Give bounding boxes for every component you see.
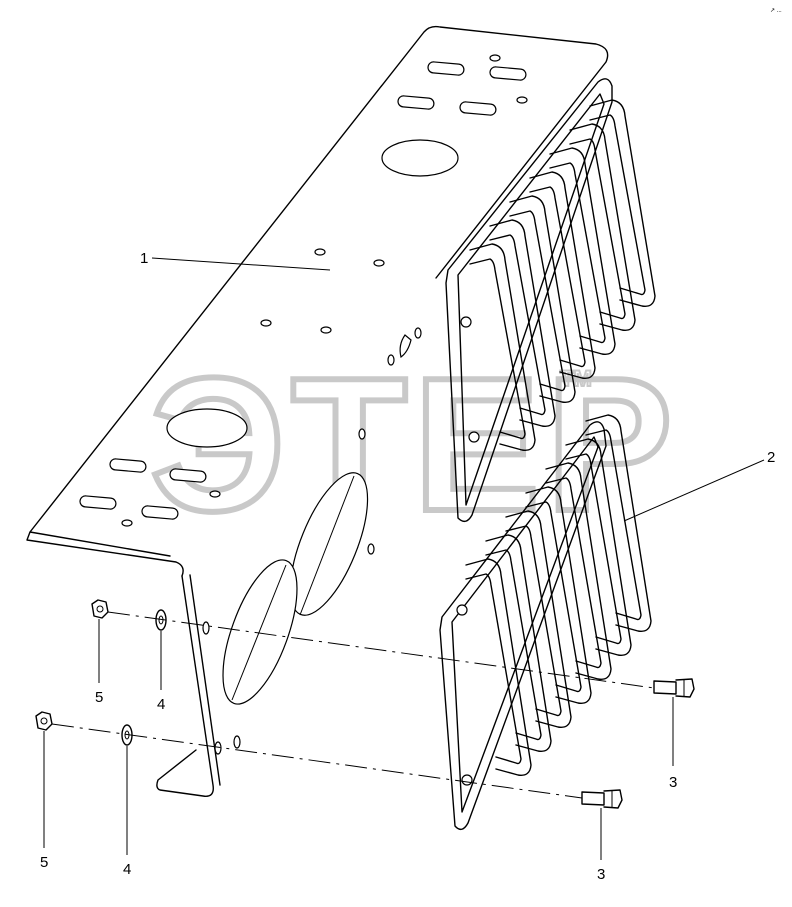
nut-lower [35, 711, 53, 731]
heater-block-lower [439, 414, 652, 831]
nut-upper [91, 599, 109, 619]
heating-coil-loop [489, 219, 556, 427]
bolt-lower [581, 789, 623, 809]
bolt-upper [653, 678, 695, 698]
heating-coil-loop [509, 195, 576, 403]
small-holes [121, 54, 528, 755]
heating-coil-loop [525, 486, 592, 704]
heating-coil-loop [549, 147, 616, 355]
callout-5-lower: 5 [40, 854, 48, 871]
heating-coil-loop [585, 414, 652, 632]
callout-4-lower: 4 [123, 861, 131, 878]
callout-labels: 1 2 3 3 4 4 5 5 [40, 250, 775, 883]
callout-3-upper: 3 [669, 774, 677, 791]
heating-coil-loop [485, 534, 552, 752]
watermark-text: ЭТЕР [150, 339, 679, 551]
heating-coil-loop [465, 558, 532, 776]
heating-coil-loop [565, 438, 632, 656]
slot-holes [79, 61, 527, 520]
callout-4-upper: 4 [157, 696, 165, 713]
heater-block-upper [445, 78, 656, 523]
callout-1: 1 [140, 250, 148, 267]
large-hole-bottom [166, 408, 248, 448]
flange-hole-lower [222, 559, 298, 705]
heating-coil-loop [569, 123, 636, 331]
heating-coil-loop [505, 510, 572, 728]
callout-3-lower: 3 [597, 866, 605, 883]
heating-coil-loop [545, 462, 612, 680]
fasteners [35, 599, 695, 809]
heating-coil-loop [589, 99, 656, 307]
callout-leaders [43, 257, 765, 860]
heating-coil-loop [529, 171, 596, 379]
corner-mark: ↗ ... [770, 8, 782, 14]
callout-5-upper: 5 [95, 689, 103, 706]
callout-2: 2 [767, 449, 775, 466]
heating-coil-loop [469, 243, 536, 451]
large-hole-top [381, 139, 459, 177]
bracket-plate [26, 25, 609, 797]
watermark: ЭТЕР TM [147, 336, 679, 554]
